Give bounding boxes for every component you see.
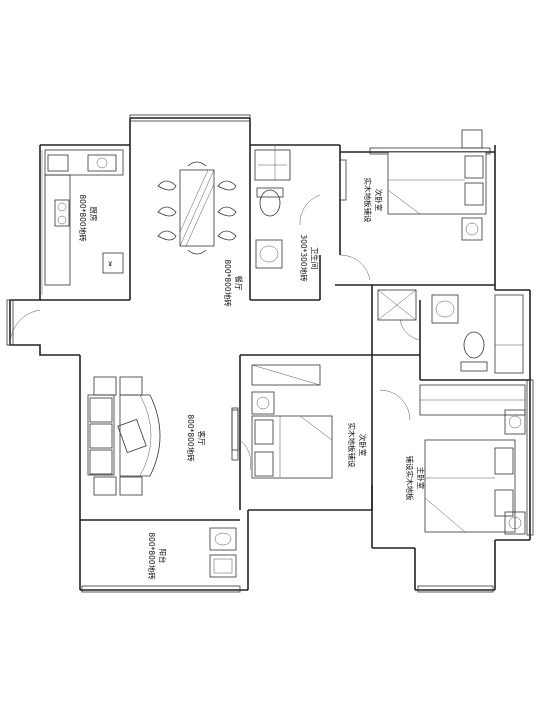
kitchen-fixtures: ɤ xyxy=(44,149,124,286)
dining-name: 餐厅 xyxy=(234,276,243,291)
living-room-furniture xyxy=(87,376,239,496)
living-name: 客厅 xyxy=(197,431,207,446)
center-bathroom-fixtures xyxy=(377,289,524,374)
kitchen-name: 厨房 xyxy=(89,207,99,222)
second-bedroom-top-floor: 实木地板铺设 xyxy=(363,178,373,223)
dining-floor: 800*800地砖 xyxy=(223,259,233,307)
master-bedroom-furniture xyxy=(419,384,526,535)
master-bedroom-floor: 铺设实木地板 xyxy=(405,456,415,501)
bathroom-name: 卫生间 xyxy=(310,247,320,270)
kitchen-floor: 800*800地砖 xyxy=(78,194,88,242)
second-bedroom-mid-floor: 实木地板铺设 xyxy=(347,423,357,468)
doors xyxy=(9,194,421,471)
bathroom-fixtures xyxy=(254,145,291,269)
top-bedroom-furniture xyxy=(339,129,487,241)
second-bedroom-top-name: 次卧室 xyxy=(374,189,384,212)
bathroom-floor: 300*300地砖 xyxy=(299,234,309,282)
master-bedroom-name: 主卧室 xyxy=(416,467,426,490)
living-floor: 800*800地砖 xyxy=(186,414,196,462)
outer-walls xyxy=(9,117,531,591)
balcony-name: 阳台 xyxy=(158,549,168,564)
svg-text:ɤ: ɤ xyxy=(108,259,113,268)
balcony-floor: 800*800地砖 xyxy=(147,532,157,580)
second-bedroom-mid-name: 次卧室 xyxy=(358,434,368,457)
dining-table xyxy=(157,161,237,255)
middle-bedroom-furniture xyxy=(231,364,333,479)
room-labels: 厨房 800*800地砖 餐厅 800*800地砖 卫生间 300*300地砖 … xyxy=(78,178,426,581)
balcony-fixtures xyxy=(209,527,237,578)
